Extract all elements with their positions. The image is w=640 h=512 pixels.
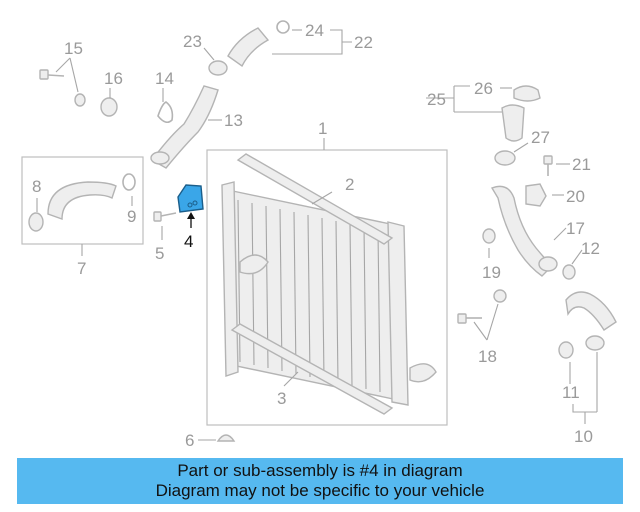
intercooler-outlet <box>409 363 437 383</box>
bracket-4-hole <box>192 200 198 206</box>
clamp-8[interactable] <box>28 212 44 232</box>
callout-20: 20 <box>566 187 585 206</box>
info-banner: Part or sub-assembly is #4 in diagram Di… <box>17 458 623 504</box>
grommet-6[interactable] <box>216 434 236 442</box>
callout-18: 18 <box>478 347 497 366</box>
hose-10-end <box>585 335 605 351</box>
callout-22: 22 <box>354 33 373 52</box>
callout-13: 13 <box>224 111 243 130</box>
part-4-bracket[interactable] <box>177 184 204 213</box>
callout-26: 26 <box>474 79 493 98</box>
callout-17: 17 <box>566 219 585 238</box>
callout-15: 15 <box>64 39 83 58</box>
callout-16: 16 <box>104 69 123 88</box>
intercooler-inlet <box>239 254 269 275</box>
lower-rail[interactable] <box>230 323 394 415</box>
hose-kit-box <box>21 156 144 245</box>
callout-19: 19 <box>482 263 501 282</box>
banner-line-1: Part or sub-assembly is #4 in diagram <box>177 461 463 480</box>
intercooler-box <box>206 149 448 426</box>
callout-14: 14 <box>155 69 174 88</box>
callout-8: 8 <box>32 177 41 196</box>
callout-27: 27 <box>531 128 550 147</box>
hose-13-end <box>150 151 170 165</box>
hose-22[interactable] <box>227 27 270 68</box>
callout-23: 23 <box>183 32 202 51</box>
intercooler-right-tank <box>387 221 409 406</box>
callout-9: 9 <box>127 207 136 226</box>
clamp-26[interactable] <box>513 85 541 102</box>
hose-7[interactable] <box>47 181 117 220</box>
clamp-27[interactable] <box>494 150 516 166</box>
clamp-14[interactable] <box>157 101 174 124</box>
seal-9[interactable] <box>122 173 136 191</box>
intercooler-left-tank <box>221 181 239 377</box>
grommet-19[interactable] <box>482 228 496 244</box>
banner-line-2: Diagram may not be specific to your vehi… <box>155 481 485 500</box>
callout-21: 21 <box>572 155 591 174</box>
leader-4-arrow <box>187 212 195 219</box>
clamp-23[interactable] <box>208 60 228 76</box>
hose-13[interactable] <box>150 85 219 169</box>
callout-25: 25 <box>427 90 446 109</box>
clamp-11[interactable] <box>558 341 574 359</box>
clamp-12[interactable] <box>562 264 576 280</box>
callout-1: 1 <box>318 119 327 138</box>
callout-11: 11 <box>562 383 580 402</box>
callout-5: 5 <box>155 244 164 263</box>
bolt-21[interactable] <box>543 155 553 176</box>
bolt-5[interactable] <box>153 211 177 222</box>
ring-24[interactable] <box>276 20 290 34</box>
callout-2: 2 <box>345 175 354 194</box>
callout-24: 24 <box>305 21 324 40</box>
bracket-4-hole <box>187 202 193 208</box>
callout-6: 6 <box>185 431 194 450</box>
upper-rail[interactable] <box>236 153 394 245</box>
bolt-15[interactable] <box>39 69 86 107</box>
callout-12: 12 <box>581 239 600 258</box>
sensor-20[interactable] <box>525 183 547 207</box>
intercooler-group <box>206 149 448 426</box>
callout-3: 3 <box>277 389 286 408</box>
grommet-16[interactable] <box>100 97 118 117</box>
bolt-18[interactable] <box>457 289 507 324</box>
callout-10: 10 <box>574 427 593 446</box>
parts-diagram: 1 2 3 4 5 6 8 9 7 15 16 14 <box>21 20 617 450</box>
pipe-17-end <box>538 256 558 272</box>
pipe-25[interactable] <box>501 104 525 142</box>
callout-4: 4 <box>184 232 193 251</box>
bracket-4-body[interactable] <box>177 184 204 213</box>
callout-7: 7 <box>77 259 86 278</box>
hose-10[interactable] <box>565 291 617 331</box>
